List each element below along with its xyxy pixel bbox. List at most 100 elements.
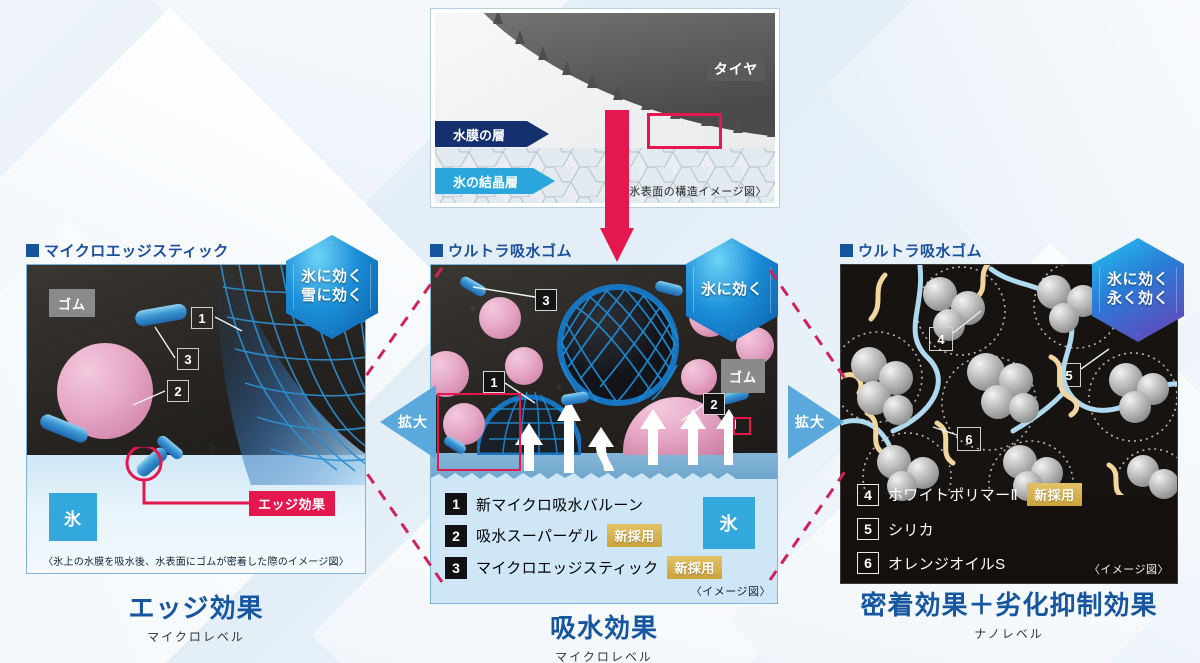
rubber-label-center: ゴム xyxy=(721,359,765,393)
hex-inner-border xyxy=(1099,245,1177,335)
marker-2: 2 xyxy=(167,380,189,402)
legend-item: 1 新マイクロ吸水バルーン xyxy=(445,493,722,515)
badge-ice-long: 氷に効く 永く効く xyxy=(1092,238,1184,342)
gel-particle xyxy=(505,347,543,385)
header-square-icon xyxy=(430,243,443,257)
legend-label: 吸水スーパーゲル xyxy=(476,528,599,545)
gel-particle xyxy=(479,297,521,339)
absorption-arrows xyxy=(515,399,736,473)
marker-1: 1 xyxy=(483,371,505,393)
panel-header-center: ウルトラ吸水ゴム xyxy=(430,240,778,260)
new-adoption-badge: 新採用 xyxy=(607,524,662,547)
marker-2: 2 xyxy=(703,393,725,415)
silica-particle xyxy=(1149,469,1177,499)
micro-edge-mesh xyxy=(216,265,365,485)
water-film-label: 水膜の層 xyxy=(453,128,506,143)
water-film-chevron xyxy=(435,121,549,147)
micro-absorption-balloon xyxy=(557,284,679,406)
caption-title-right: 密着効果＋劣化抑制効果 xyxy=(860,590,1158,620)
header-square-icon xyxy=(840,243,853,257)
badge-line-2: 永く効く xyxy=(1106,290,1169,307)
top-diagram-caption: 〈氷表面の構造イメージ図〉 xyxy=(617,186,767,198)
panel-header-right: ウルトラ吸水ゴム xyxy=(840,240,1178,260)
zoom-target-box xyxy=(733,417,751,435)
caption-sub-right: ナノレベル xyxy=(974,627,1044,641)
legend-item: 2 吸水スーパーゲル 新採用 xyxy=(445,524,722,547)
panel-header-label: マイクロエッジスティック xyxy=(44,242,229,260)
legend-center: 1 新マイクロ吸水バルーン 2 吸水スーパーゲル 新採用 3 マイクロエッジステ… xyxy=(445,493,722,579)
header-square-icon xyxy=(26,243,39,257)
caption-left: エッジ効果 マイクロレベル xyxy=(26,588,366,645)
zoom-source-box xyxy=(437,393,521,471)
panel-header-left: マイクロエッジスティック xyxy=(26,240,366,260)
badge-line-1: 氷に効く xyxy=(1106,271,1169,289)
red-down-arrow xyxy=(600,110,634,262)
edge-effect-label: エッジ効果 xyxy=(249,491,335,516)
panel-header-label: ウルトラ吸水ゴム xyxy=(448,242,573,260)
legend-label: オレンジオイルS xyxy=(888,555,1006,573)
diagram-canvas: タイヤ 水膜の層 氷の結晶層 〈氷表面の構造イメージ図〉 xyxy=(435,13,775,203)
badge-line-1: 氷に効く xyxy=(700,280,763,298)
ice-surface-structure-diagram: タイヤ 水膜の層 氷の結晶層 〈氷表面の構造イメージ図〉 xyxy=(430,8,780,208)
badge-line-2: 雪に効く xyxy=(300,287,363,304)
caption-sub-left: マイクロレベル xyxy=(147,630,245,644)
legend-item: 4 ホワイトポリマーⅡ 新採用 xyxy=(857,483,1082,506)
marker-4: 4 xyxy=(929,327,953,351)
panel-adhesion-effect: ウルトラ吸水ゴム xyxy=(840,238,1184,584)
new-adoption-badge: 新採用 xyxy=(1027,483,1082,506)
silica-particle xyxy=(1119,391,1151,423)
marker-6: 6 xyxy=(957,427,981,451)
rubber-label-left: ゴム xyxy=(49,289,95,317)
ice-crystal-label: 氷の結晶層 xyxy=(453,175,519,190)
silica-particle xyxy=(967,353,1005,391)
ice-label-left: 氷 xyxy=(49,493,97,541)
legend-number: 4 xyxy=(857,483,879,506)
legend-right: 4 ホワイトポリマーⅡ 新採用 5 シリカ 6 オレンジオイルS xyxy=(857,483,1082,574)
marker-3: 3 xyxy=(177,348,199,370)
legend-label: シリカ xyxy=(888,521,934,539)
new-adoption-badge: 新採用 xyxy=(667,556,722,579)
legend-number: 1 xyxy=(445,493,467,515)
panel-edge-effect: マイクロエッジスティック xyxy=(26,235,378,574)
zoom-arrow-right-label: 拡大 xyxy=(795,414,825,430)
legend-label: ホワイトポリマーⅡ xyxy=(888,487,1019,504)
legend-number: 3 xyxy=(445,556,467,579)
caption-title-center: 吸水効果 xyxy=(549,613,658,643)
marker-5: 5 xyxy=(1057,363,1081,387)
marker-3: 3 xyxy=(535,289,557,311)
tyre-label: タイヤ xyxy=(707,57,765,81)
legend-item: 3 マイクロエッジスティック 新採用 xyxy=(445,556,722,579)
panel-absorption-effect: ウルトラ吸水ゴム xyxy=(430,238,778,604)
badge-line-1: 氷に効く xyxy=(300,268,363,286)
center-image-note: 〈イメージ図〉 xyxy=(690,586,771,598)
badge-text: 氷に効く xyxy=(701,281,763,300)
edge-effect-callout-line xyxy=(125,447,265,505)
legend-number: 5 xyxy=(857,518,879,540)
caption-sub-center: マイクロレベル xyxy=(555,650,653,663)
gel-particle xyxy=(681,359,717,395)
silica-particle xyxy=(1009,393,1039,423)
zoom-arrow-left-label: 拡大 xyxy=(398,414,428,430)
badge-text: 氷に効く 雪に効く xyxy=(301,268,363,306)
legend-number: 6 xyxy=(857,552,879,574)
left-panel-caption: 〈氷上の水膜を吸水後、水表面にゴムが密着した際のイメージ図〉 xyxy=(43,557,349,568)
legend-label: マイクロエッジスティック xyxy=(476,560,659,577)
badge-text: 氷に効く 永く効く xyxy=(1107,271,1169,309)
right-image-note: 〈イメージ図〉 xyxy=(1088,564,1169,576)
caption-center: 吸水効果 マイクロレベル xyxy=(430,608,778,663)
zoom-arrow-left: 拡大 xyxy=(380,385,436,459)
legend-item: 6 オレンジオイルS xyxy=(857,552,1082,574)
ice-crystal-chevron xyxy=(435,168,555,194)
legend-number: 2 xyxy=(445,524,467,547)
legend-item: 5 シリカ xyxy=(857,518,1082,540)
zoom-region-highlight xyxy=(647,113,722,149)
zoom-arrow-right: 拡大 xyxy=(788,385,844,459)
ice-label-center: 氷 xyxy=(703,497,755,549)
marker-1: 1 xyxy=(191,307,213,329)
legend-label: 新マイクロ吸水バルーン xyxy=(476,496,644,514)
silica-particle xyxy=(887,471,917,501)
panel-header-label: ウルトラ吸水ゴム xyxy=(858,242,983,260)
silica-particle xyxy=(883,395,913,425)
caption-right: 密着効果＋劣化抑制効果 ナノレベル xyxy=(820,585,1198,642)
